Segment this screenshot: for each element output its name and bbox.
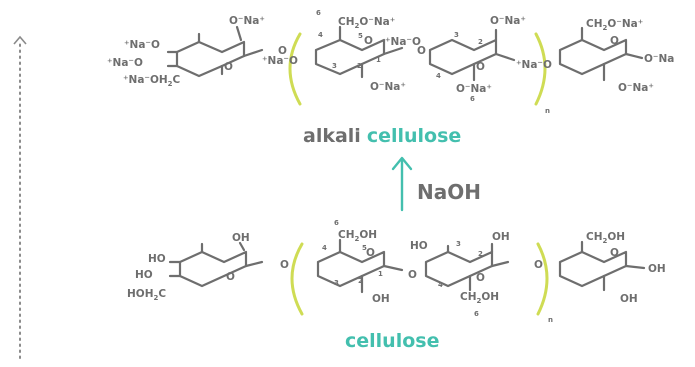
repeat-paren-right-top — [534, 32, 547, 106]
cellulose-r2-ho: HO — [410, 240, 428, 252]
pos-1-bottom: 1 — [378, 270, 383, 278]
pos-4-top: 4 — [318, 31, 323, 39]
pos-2b-top: 2 — [478, 38, 483, 46]
pos-2b-bottom: 2 — [478, 250, 483, 258]
cellulose-left-hoh2c: HOH2C — [127, 288, 166, 302]
alkali-r1-left-ona: ⁺Na⁻O — [262, 55, 298, 67]
cellulose-left-ho-2: HO — [135, 269, 153, 281]
alkali-left-top-group: O⁻Na⁺ — [229, 15, 265, 27]
cellulose-structure: OH HO HO HOH2C O O CH2OH OH 6 4 5 3 2 1 … — [127, 219, 666, 324]
pos-3-top: 3 — [332, 62, 337, 70]
alkali-right-end-group: O⁻Na — [644, 53, 674, 65]
pos-4b-top: 4 — [436, 72, 441, 80]
alkali-r2-left-ona: ⁺Na⁻O — [385, 36, 421, 48]
cellulose-left-ring-o: O — [226, 271, 235, 283]
cellulose-r1-ring-o: O — [366, 247, 375, 259]
alkali-cellulose-structure: O⁻Na⁺ ⁺Na⁻O ⁺Na⁻O ⁺Na⁻OH2C O O CH2O⁻Na⁺ … — [107, 9, 674, 115]
alkali-r1-bottom-ona: O⁻Na⁺ — [370, 81, 406, 93]
reagent-naoh: NaOH — [417, 180, 481, 204]
cellulose-r2-oh: OH — [492, 231, 510, 243]
alkali-r3-left-ona: ⁺Na⁻O — [516, 59, 552, 71]
pos-6-top: 6 — [316, 9, 321, 17]
pos-5-bottom: 5 — [362, 244, 367, 252]
cellulose-right-oh-bottom: OH — [620, 293, 638, 305]
pos-6b-bottom: 6 — [474, 310, 479, 318]
repeat-n-top: n — [545, 107, 550, 115]
cellulose-r2-ch2oh: CH2OH — [460, 291, 499, 305]
alkali-r1-ch2-group: CH2O⁻Na⁺ — [338, 16, 395, 30]
pos-3-bottom: 3 — [334, 279, 339, 287]
pos-3b-bottom: 3 — [456, 240, 461, 248]
cellulose-right-oh-end: OH — [648, 263, 666, 275]
alkali-bridge-o-2: O — [417, 45, 426, 57]
pos-4b-bottom: 4 — [438, 281, 443, 289]
alkali-left-ring-o: O — [224, 61, 233, 73]
pos-1-top: 1 — [376, 56, 381, 64]
cellulose-r1-oh: OH — [372, 293, 390, 305]
alkali-left-ch2-group: ⁺Na⁻OH2C — [123, 74, 181, 88]
alkali-r2-ring-o: O — [476, 61, 485, 73]
cellulose-left-oh: OH — [232, 232, 250, 244]
alkali-right-bottom-group: O⁻Na⁺ — [618, 82, 654, 94]
cellulose-title: cellulose — [345, 330, 439, 352]
pos-3b-top: 3 — [454, 31, 459, 39]
cellulose-right-ring-o: O — [610, 247, 619, 259]
repeat-paren-right-bottom — [536, 242, 549, 316]
repeat-n-bottom: n — [548, 316, 553, 324]
repeat-paren-left-top — [288, 32, 302, 106]
reaction-arrow — [391, 156, 413, 212]
cellulose-right-ch2oh: CH2OH — [586, 231, 625, 245]
cellulose-r2-ring-o: O — [476, 272, 485, 284]
alkali-r2-top-group: O⁻Na⁺ — [490, 15, 526, 27]
pos-5-top: 5 — [358, 32, 363, 40]
pos-2-bottom: 2 — [358, 277, 363, 285]
repeat-paren-left-bottom — [290, 242, 304, 316]
pos-6-bottom: 6 — [334, 219, 339, 227]
alkali-bridge-o-1: O — [278, 45, 287, 57]
pos-6b-top: 6 — [470, 95, 475, 103]
dotted-axis — [13, 35, 27, 359]
alkali-r1-ring-o: O — [364, 35, 373, 47]
cellulose-bridge-o-1: O — [280, 259, 289, 271]
pos-4-bottom: 4 — [322, 244, 327, 252]
pos-2-top: 2 — [357, 62, 362, 70]
cellulose-bridge-o-3: O — [534, 259, 543, 271]
alkali-right-ring-o: O — [610, 35, 619, 47]
cellulose-left-ho-1: HO — [148, 253, 166, 265]
cellulose-bridge-o-2: O — [408, 269, 417, 281]
alkali-r2-bottom-group: O⁻Na⁺ — [456, 83, 492, 95]
alkali-left-ona-2: ⁺Na⁻O — [107, 57, 143, 69]
alkali-right-ch2-group: CH2O⁻Na⁺ — [586, 18, 643, 32]
cellulose-r1-ch2oh: CH2OH — [338, 229, 377, 243]
alkali-left-ona-1: ⁺Na⁻O — [124, 39, 160, 51]
